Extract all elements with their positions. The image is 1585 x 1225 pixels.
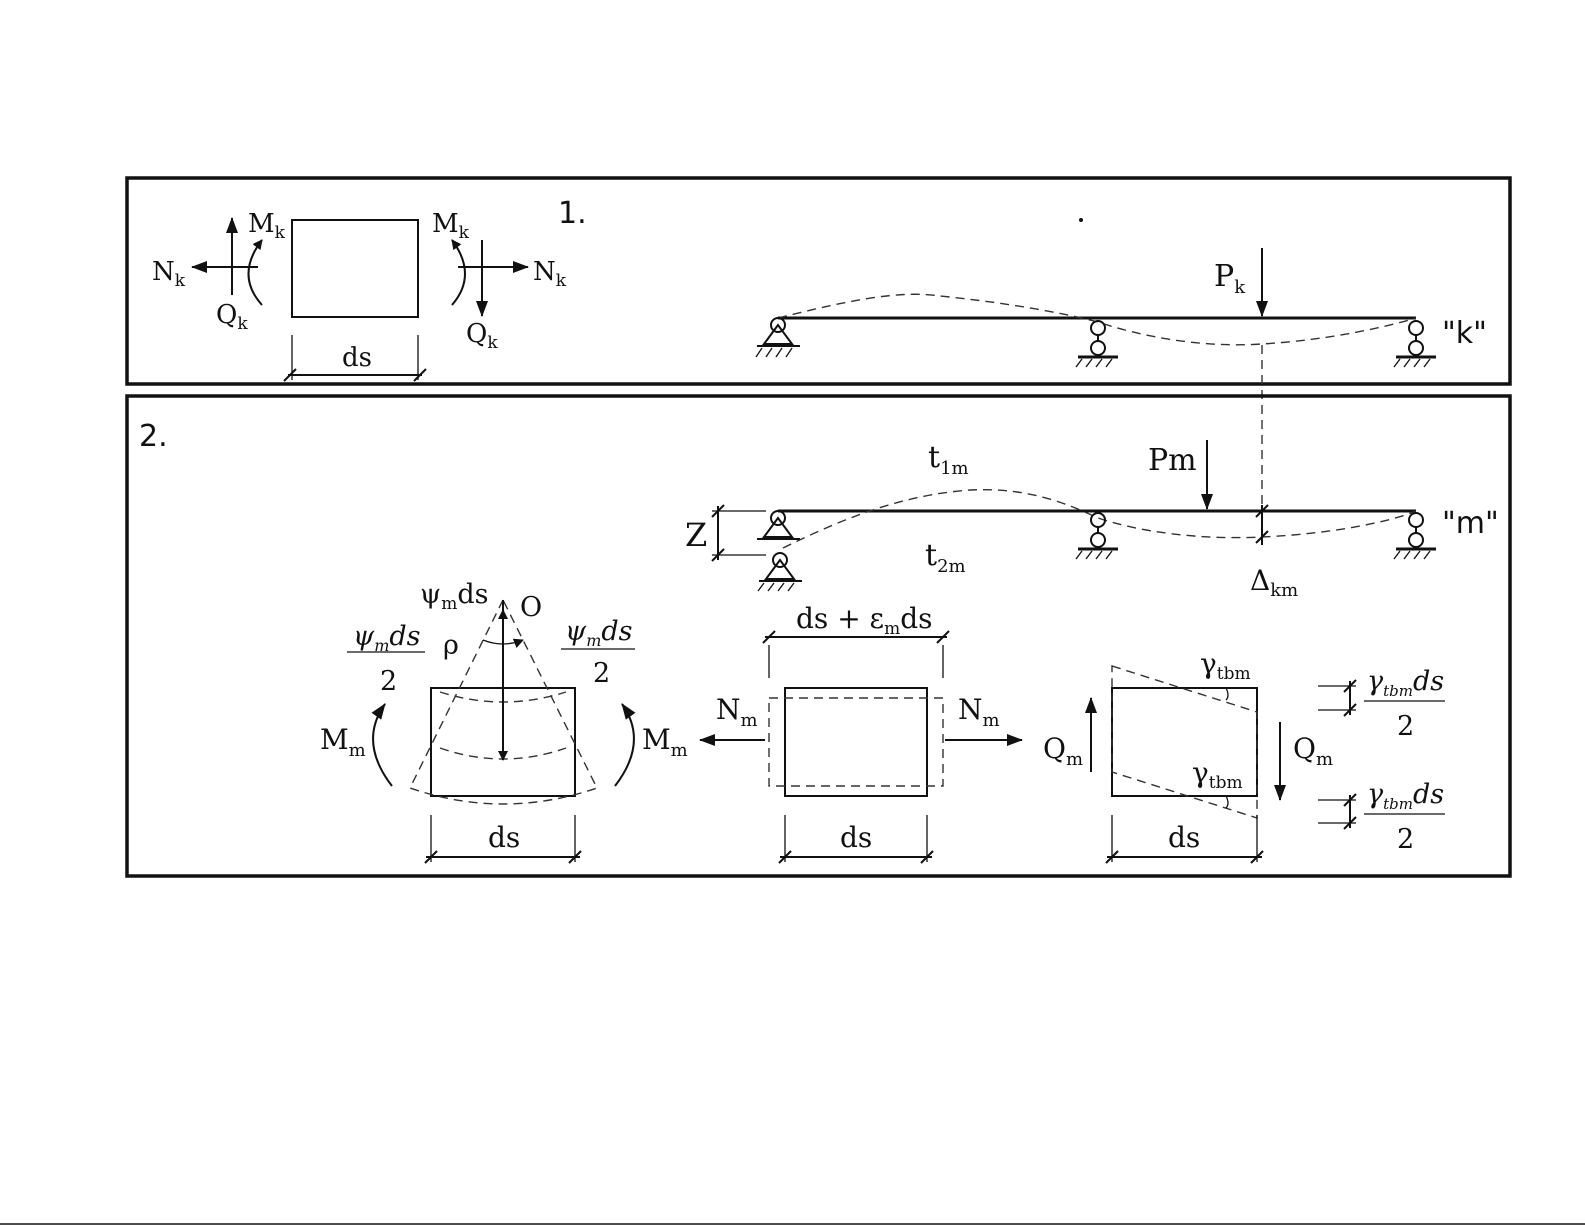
label-ds-axial: ds [840,821,872,854]
label-Mk-right: Mk [432,209,470,243]
displaced-support-m [758,553,802,591]
label-psi-ds: ψmds [420,579,488,614]
panel-1-frame [127,178,1510,384]
shear-offset-top: γtbmds 2 [1318,666,1445,742]
label-ds-shear: ds [1168,821,1200,854]
label-O: O [520,592,542,623]
gfrac-bottom-num: γtbmds [1367,779,1444,813]
roller-support-k-right [1394,321,1436,367]
label-Nm-right: Nm [958,693,1000,731]
element-axial: ds + εmds Nm Nm ds [700,602,1022,863]
label-state-k: "k" [1442,316,1487,351]
element-axial-elongated [769,698,943,786]
label-Pm: Pm [1148,443,1197,478]
label-Pk: Pk [1214,259,1246,298]
label-Qk-right: Qk [466,319,498,353]
label-Qk-left: Qk [216,300,248,334]
label-Mm-right: Mm [642,723,688,761]
arrow-Mk-right [452,240,465,305]
label-gamma-bottom: γtbm [1192,756,1243,793]
label-gamma-top: γtbm [1200,647,1251,684]
pinned-support-k [756,318,800,357]
label-rho: ρ [443,630,459,661]
label-ds-k: ds [342,343,372,373]
element-bending: ψmds O ρ ψmds 2 ψmds 2 Mm Mm ds [320,579,688,863]
gfrac-top-den: 2 [1397,711,1414,742]
label-ds-eps: ds + εmds [796,602,932,639]
label-Mk-left: Mk [248,209,286,243]
label-Nk-left: Nk [152,257,186,291]
beam-m-deflection [783,490,1416,548]
label-Z: Z [685,516,707,554]
gfrac-bottom-den: 2 [1397,824,1414,855]
arrow-Mk-left [249,240,263,305]
shear-offset-bottom: γtbmds 2 [1318,779,1445,855]
frac-right-num: ψmds [565,616,633,650]
label-Qm-right: Qm [1293,732,1333,770]
element-k-body [292,220,418,317]
element-k: ds Mk Nk Qk Mk Nk Qk [152,209,567,381]
label-Nk-right: Nk [533,257,567,291]
arrow-Mm-left [373,704,392,786]
pinned-support-m [757,511,800,539]
panel-1-number: 1. [558,196,587,231]
label-t1m: t1m [928,440,969,479]
beam-k: Pk "k" [756,218,1487,367]
element-axial-body [785,688,927,796]
roller-support-k-middle [1076,321,1118,367]
label-Qm-left: Qm [1043,732,1083,770]
roller-support-m-right [1394,513,1436,559]
beam-m: Z Δkm Pm t1m t2m "m" [685,440,1499,601]
label-delta-km: Δkm [1250,564,1298,601]
gfrac-top-num: γtbmds [1367,666,1444,700]
frac-left-num: ψmds [353,621,421,655]
label-ds-bending: ds [488,821,520,854]
element-shear: γtbm γtbm Qm Qm ds γtbmds 2 γtbmd [1043,647,1445,863]
frac-right-den: 2 [593,658,610,689]
label-state-m: "m" [1442,506,1499,541]
roller-support-m-middle [1076,513,1118,559]
label-t2m: t2m [925,538,966,577]
label-Nm-left: Nm [716,693,758,731]
arrow-Mm-right [615,704,634,786]
frac-left-den: 2 [380,666,397,697]
panel-2-number: 2. [139,419,168,454]
label-Mm-left: Mm [320,723,366,761]
